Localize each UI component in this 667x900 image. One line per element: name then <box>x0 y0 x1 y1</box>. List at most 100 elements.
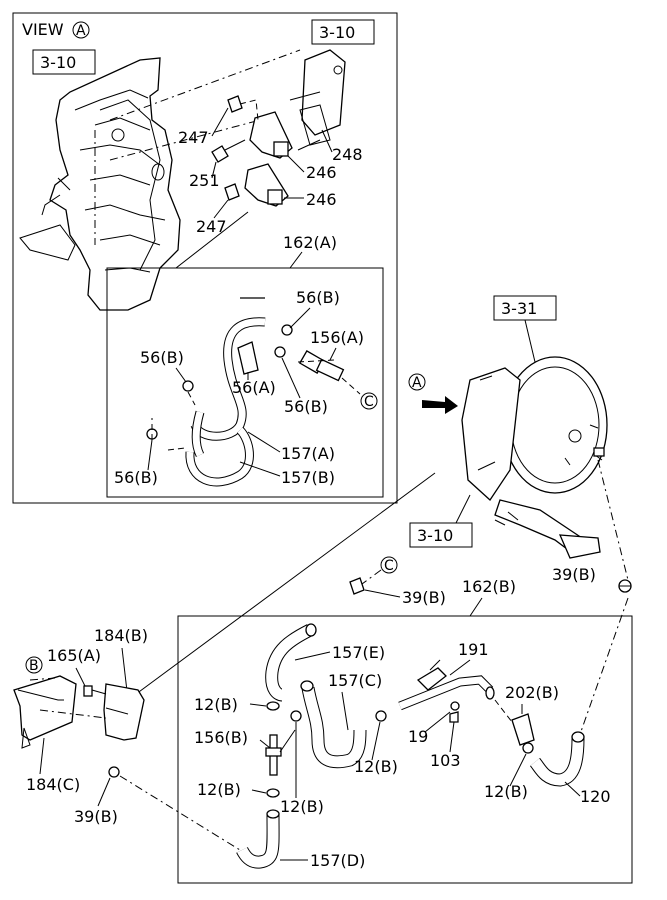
label-12b-5: 12(B) <box>484 782 528 801</box>
brake-booster <box>461 356 608 501</box>
ref-3-10-center[interactable]: 3-10 <box>417 526 453 545</box>
bracket-184c <box>13 675 77 749</box>
hose-157e <box>265 623 317 702</box>
label-184b: 184(B) <box>94 626 148 645</box>
label-165a: 165(A) <box>47 646 101 665</box>
label-19: 19 <box>408 727 428 746</box>
leader-247b <box>213 199 229 219</box>
valve-156b <box>265 729 296 776</box>
leader-19 <box>424 711 451 733</box>
label-162a: 162(A) <box>283 233 337 252</box>
ref-box-3-10-top-right[interactable] <box>311 19 375 45</box>
leader-39b-1 <box>364 589 401 598</box>
label-191: 191 <box>458 640 489 659</box>
label-39b-3: 39(B) <box>74 807 118 826</box>
label-56a: 56(A) <box>232 378 276 397</box>
label-39b-2: 39(B) <box>552 565 596 584</box>
leader-157a <box>247 431 281 453</box>
view-marker: A <box>76 23 86 39</box>
leader-3-10-center <box>455 494 471 524</box>
nut-247-lower <box>224 183 240 201</box>
dash-upper <box>239 99 259 121</box>
dash-39b-to-157d <box>119 775 241 851</box>
clamp-39b-upper <box>349 577 365 595</box>
valve-156a <box>298 350 345 382</box>
leader-162a <box>289 251 303 269</box>
label-157c: 157(C) <box>328 671 382 690</box>
leader-191 <box>449 659 471 676</box>
inset-162a-pointer <box>107 211 249 269</box>
hose-157a <box>190 296 266 441</box>
hose-157b <box>185 410 254 487</box>
label-162b: 162(B) <box>462 577 516 596</box>
ref-3-10-top-right[interactable]: 3-10 <box>319 23 355 42</box>
inset-162b-frame <box>177 615 633 884</box>
dash-booster-to-39b <box>597 459 629 581</box>
label-103: 103 <box>430 751 461 770</box>
clip-56a <box>237 341 259 375</box>
label-246-upper: 246 <box>306 163 337 182</box>
label-184c: 184(C) <box>26 775 80 794</box>
marker-a-circle <box>408 373 426 391</box>
brake-pedal <box>494 499 601 559</box>
leader-247a <box>211 107 229 137</box>
pedal-bracket-casting <box>19 57 181 311</box>
label-12b-4: 12(B) <box>280 797 324 816</box>
leader-248 <box>321 129 333 153</box>
leader-56b-2 <box>175 367 187 383</box>
view-title: VIEW <box>22 20 64 39</box>
leader-103 <box>449 721 455 753</box>
bolt-165a <box>83 685 107 697</box>
ref-box-3-10-center[interactable] <box>409 522 473 548</box>
label-202b: 202(B) <box>505 683 559 702</box>
label-157d: 157(D) <box>310 851 365 870</box>
leader-251 <box>211 161 217 179</box>
marker-c-inset-circle <box>360 392 378 410</box>
leader-156b <box>259 739 271 749</box>
leader-157c <box>341 691 349 731</box>
leader-12b-5 <box>509 753 527 787</box>
pipe-191 <box>398 659 495 711</box>
ref-3-10-top-left[interactable]: 3-10 <box>40 53 76 72</box>
leader-line-1 <box>109 49 301 121</box>
leader-157e <box>294 651 331 661</box>
leader-246a <box>287 155 305 173</box>
label-12b-3: 12(B) <box>197 780 241 799</box>
bracket-184b <box>103 683 145 741</box>
label-157e: 157(E) <box>332 643 385 662</box>
part-19-103 <box>449 701 460 723</box>
hose-120 <box>529 731 585 787</box>
dash-bracket-bolt <box>39 709 107 719</box>
clamp-39b-left <box>108 766 120 778</box>
clamps-12b <box>266 701 534 798</box>
label-120: 120 <box>580 787 611 806</box>
hose-157c <box>300 680 367 769</box>
part-202b <box>511 713 535 746</box>
view-arrow-a-icon <box>422 396 458 414</box>
dash-56b <box>151 391 196 451</box>
label-157a: 157(A) <box>281 444 335 463</box>
leader-156a <box>329 347 337 361</box>
marker-b-circle <box>25 656 43 674</box>
label-56b-1: 56(B) <box>296 288 340 307</box>
label-12b-2: 12(B) <box>354 757 398 776</box>
leader-12b-2 <box>371 721 381 761</box>
dash-39b-to-120 <box>577 597 629 741</box>
label-156a: 156(A) <box>310 328 364 347</box>
ref-box-3-10-top-left[interactable] <box>32 49 96 75</box>
label-157b: 157(B) <box>281 468 335 487</box>
dash-c-lower <box>361 569 382 585</box>
leader-56b-4 <box>147 439 153 471</box>
label-251: 251 <box>189 171 220 190</box>
leader-56b-1 <box>289 307 311 329</box>
marker-c-lower: C <box>384 558 394 574</box>
leader-12b-1 <box>249 703 267 707</box>
leader-long-diagonal <box>127 472 436 701</box>
label-246-lower: 246 <box>306 190 337 209</box>
ref-3-31[interactable]: 3-31 <box>501 299 537 318</box>
hose-157d <box>236 809 280 869</box>
label-248: 248 <box>332 145 363 164</box>
label-12b-1: 12(B) <box>194 695 238 714</box>
leader-165a <box>75 667 87 689</box>
stud-lines <box>289 91 321 151</box>
